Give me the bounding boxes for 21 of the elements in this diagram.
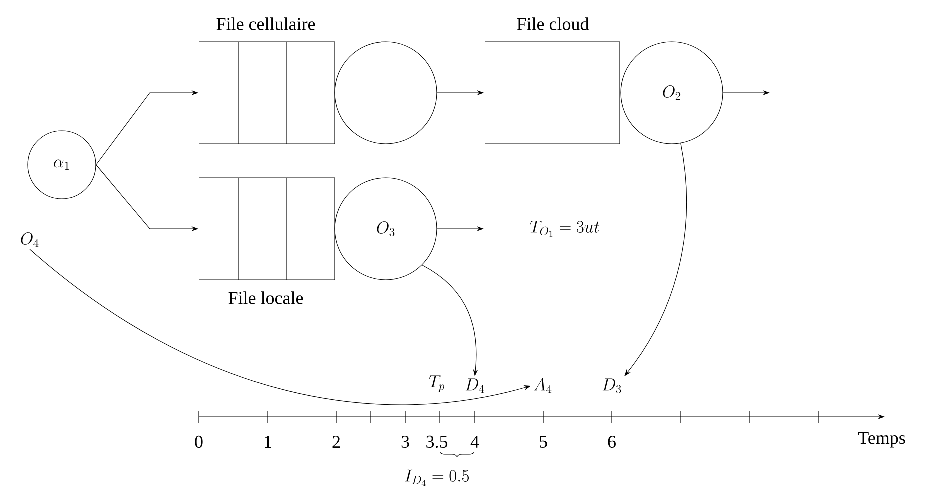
- tick-label: 2: [332, 436, 340, 448]
- event-label: $D_3$: [602, 378, 622, 394]
- tick-label: 0: [195, 436, 203, 448]
- formula-label: $T_{O_1} = 3ut$: [530, 221, 600, 238]
- tick-label: 6: [608, 436, 616, 448]
- event-label: $D_4$: [466, 378, 484, 394]
- formula-label: $T_p$: [429, 376, 444, 392]
- server-circle: [334, 42, 438, 144]
- tick-label: 1: [265, 436, 272, 448]
- queue-title: File cloud: [517, 18, 590, 30]
- axis-title: Temps: [858, 432, 906, 448]
- tick-label: 5: [540, 436, 548, 448]
- tick-label: 3.5: [426, 436, 448, 448]
- tick-label: 3: [402, 436, 410, 448]
- arrow: [624, 143, 687, 376]
- tick-label: 4: [470, 436, 480, 448]
- event-label: $O_4$: [21, 232, 39, 248]
- event-label: $A_4$: [534, 378, 552, 394]
- formula-label: $I_{D_4} = 0.5$: [405, 470, 469, 486]
- queue-title: File cellulaire: [216, 18, 316, 30]
- queue-title: File locale: [228, 292, 304, 304]
